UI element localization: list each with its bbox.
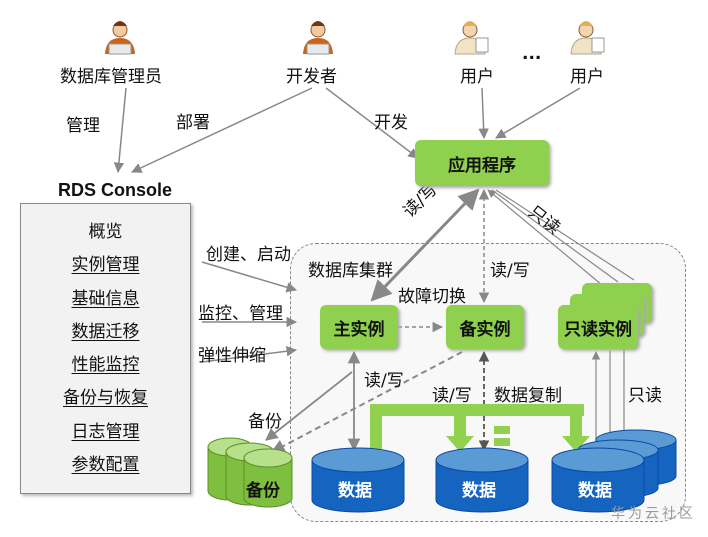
backup-arrow-2 [265, 371, 353, 441]
user1-person-icon [454, 21, 489, 55]
rw-standby-data-label: 读/写 [432, 386, 472, 406]
readonly-to-app-line-2 [491, 189, 619, 283]
rds-console-title: RDS Console [58, 180, 173, 200]
manage-arrow [113, 87, 127, 174]
readonly-instance-box: 只读实例 [558, 305, 638, 349]
backup-storage-label: 备份 [246, 481, 280, 501]
readonly-to-app-line-3 [495, 189, 635, 281]
data-cylinder-2-icon [435, 447, 529, 513]
manage-edge-label: 管理 [66, 116, 100, 136]
data-cylinder-1-icon [311, 447, 405, 513]
user2-person-icon [570, 21, 605, 55]
data-replication-label: 数据复制 [494, 386, 562, 406]
monitor-manage-label: 监控、管理 [198, 304, 283, 324]
failover-label: 故障切换 [398, 287, 466, 307]
console-item-data-migration[interactable]: 数据迁移 [71, 322, 140, 342]
readonly-data-label: 只读 [628, 386, 662, 406]
console-item-basic-info[interactable]: 基础信息 [71, 289, 140, 309]
deploy-arrow [131, 87, 313, 173]
user2-label: 用户 [570, 67, 604, 87]
console-item-instance-management[interactable]: 实例管理 [71, 255, 140, 275]
ellipsis-label: ... [522, 44, 542, 64]
user2-arrow [495, 87, 581, 139]
developer-person-icon [303, 21, 333, 55]
app-primary-rw-arrow [370, 188, 480, 302]
user1-arrow [478, 87, 489, 140]
backup-dashed-arrow-1 [270, 351, 463, 453]
primary-instance-label: 主实例 [333, 319, 385, 340]
application-label: 应用程序 [448, 155, 516, 176]
elastic-scale-label: 弹性伸缩 [198, 346, 266, 366]
readonly-to-app-line-1 [487, 189, 603, 286]
backup-cylinder-icon [207, 437, 293, 508]
console-item-performance-monitoring[interactable]: 性能监控 [71, 355, 140, 375]
watermark: 华为云社区 [611, 506, 696, 522]
readonly-instance-label: 只读实例 [564, 319, 632, 340]
develop-edge-label: 开发 [374, 113, 408, 133]
data-cylinder-3-icon [551, 429, 677, 513]
developer-label: 开发者 [286, 67, 337, 87]
data-storage-label-3: 数据 [578, 481, 612, 501]
console-item-parameter-config[interactable]: 参数配置 [71, 455, 140, 475]
console-item-backup-restore[interactable]: 备份与恢复 [63, 388, 148, 408]
data-storage-label-1: 数据 [338, 481, 372, 501]
user1-label: 用户 [460, 67, 494, 87]
elastic-arrow [201, 345, 298, 363]
rw-primary-data-label: 读/写 [364, 371, 404, 391]
backup-edge-label: 备份 [248, 412, 282, 432]
dba-person-icon [105, 21, 135, 55]
create-start-arrow [201, 261, 298, 293]
rds-console-panel: 概览 实例管理 基础信息 数据迁移 性能监控 备份与恢复 日志管理 参数配置 [20, 203, 191, 494]
standby-instance-box: 备实例 [446, 305, 524, 349]
dba-label: 数据库管理员 [60, 67, 162, 87]
deploy-edge-label: 部署 [176, 113, 210, 133]
primary-instance-box: 主实例 [320, 305, 398, 349]
develop-arrow [325, 87, 419, 159]
data-storage-label-2: 数据 [462, 481, 496, 501]
data-replication-arrows [370, 404, 590, 452]
application-box: 应用程序 [415, 140, 549, 186]
console-item-log-management[interactable]: 日志管理 [71, 422, 140, 442]
create-start-label: 创建、启动 [206, 245, 291, 265]
rw-standby-label: 读/写 [490, 261, 530, 281]
database-cluster-label: 数据库集群 [308, 261, 393, 281]
standby-instance-label: 备实例 [459, 319, 511, 340]
console-item-overview[interactable]: 概览 [88, 222, 123, 242]
